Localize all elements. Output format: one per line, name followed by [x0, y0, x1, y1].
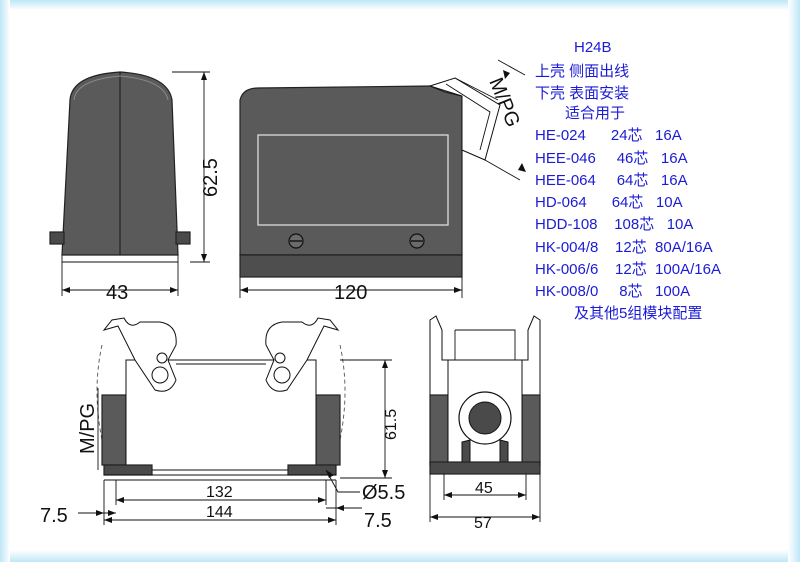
- side-view: M/PG 120: [239, 59, 526, 304]
- dim-offset-right: 7.5: [364, 510, 392, 532]
- spec-title: H24B: [574, 39, 612, 56]
- front-view: 43 62.5: [49, 71, 222, 304]
- spec-row: HE-024 24芯 16A: [535, 127, 682, 144]
- spec-row: HEE-064 64芯 16A: [535, 172, 688, 189]
- spec-footer: 及其他5组模块配置: [574, 305, 702, 322]
- end-view: 45 57: [429, 315, 541, 532]
- dim-length-side: 120: [334, 282, 367, 304]
- dim-mpg-bottom: M/PG: [77, 403, 99, 454]
- dim-hole-diameter: Ø5.5: [362, 482, 405, 504]
- right-latch: [265, 317, 340, 392]
- dim-end-outer: 57: [474, 515, 492, 532]
- dim-bottom-outer: 144: [206, 504, 233, 521]
- front-right-pin: [175, 231, 191, 245]
- dim-bottom-inner: 132: [206, 484, 233, 501]
- end-cable-hole-inner: [468, 401, 502, 435]
- spec-line-suitable: 适合用于: [565, 105, 625, 122]
- front-left-pin: [49, 231, 65, 245]
- end-left-side: [429, 394, 449, 466]
- spec-row: HD-064 64芯 10A: [535, 194, 683, 211]
- bottom-left-flange: [101, 394, 127, 466]
- spec-row: HK-006/6 12芯 100A/16A: [535, 261, 721, 278]
- dim-offset-left: 7.5: [40, 505, 68, 527]
- dim-height-front: 62.5: [200, 158, 222, 197]
- dim-end-inner: 45: [475, 480, 493, 497]
- end-base: [429, 461, 541, 475]
- dim-width-front: 43: [106, 282, 128, 304]
- side-window: [257, 134, 449, 226]
- end-right-side: [521, 394, 541, 466]
- spec-line-upper-shell: 上壳 侧面出线: [535, 63, 629, 80]
- spec-row: HK-004/8 12芯 80A/16A: [535, 239, 713, 256]
- spec-row: HK-008/0 8芯 100A: [535, 283, 690, 300]
- bottom-left-foot: [103, 464, 153, 476]
- bottom-view: M/PG 61.5 132 144 7.5: [40, 317, 405, 532]
- spec-list: H24B 上壳 侧面出线 下壳 表面安装 适合用于 HE-024 24芯 16A…: [535, 39, 721, 322]
- spec-line-lower-shell: 下壳 表面安装: [535, 85, 629, 102]
- left-latch: [102, 317, 177, 392]
- bottom-right-flange: [315, 394, 341, 466]
- spec-row: HEE-046 46芯 16A: [535, 150, 688, 167]
- side-base: [239, 254, 463, 278]
- dim-height-bottom: 61.5: [383, 409, 400, 440]
- spec-row: HDD-108 108芯 10A: [535, 216, 693, 233]
